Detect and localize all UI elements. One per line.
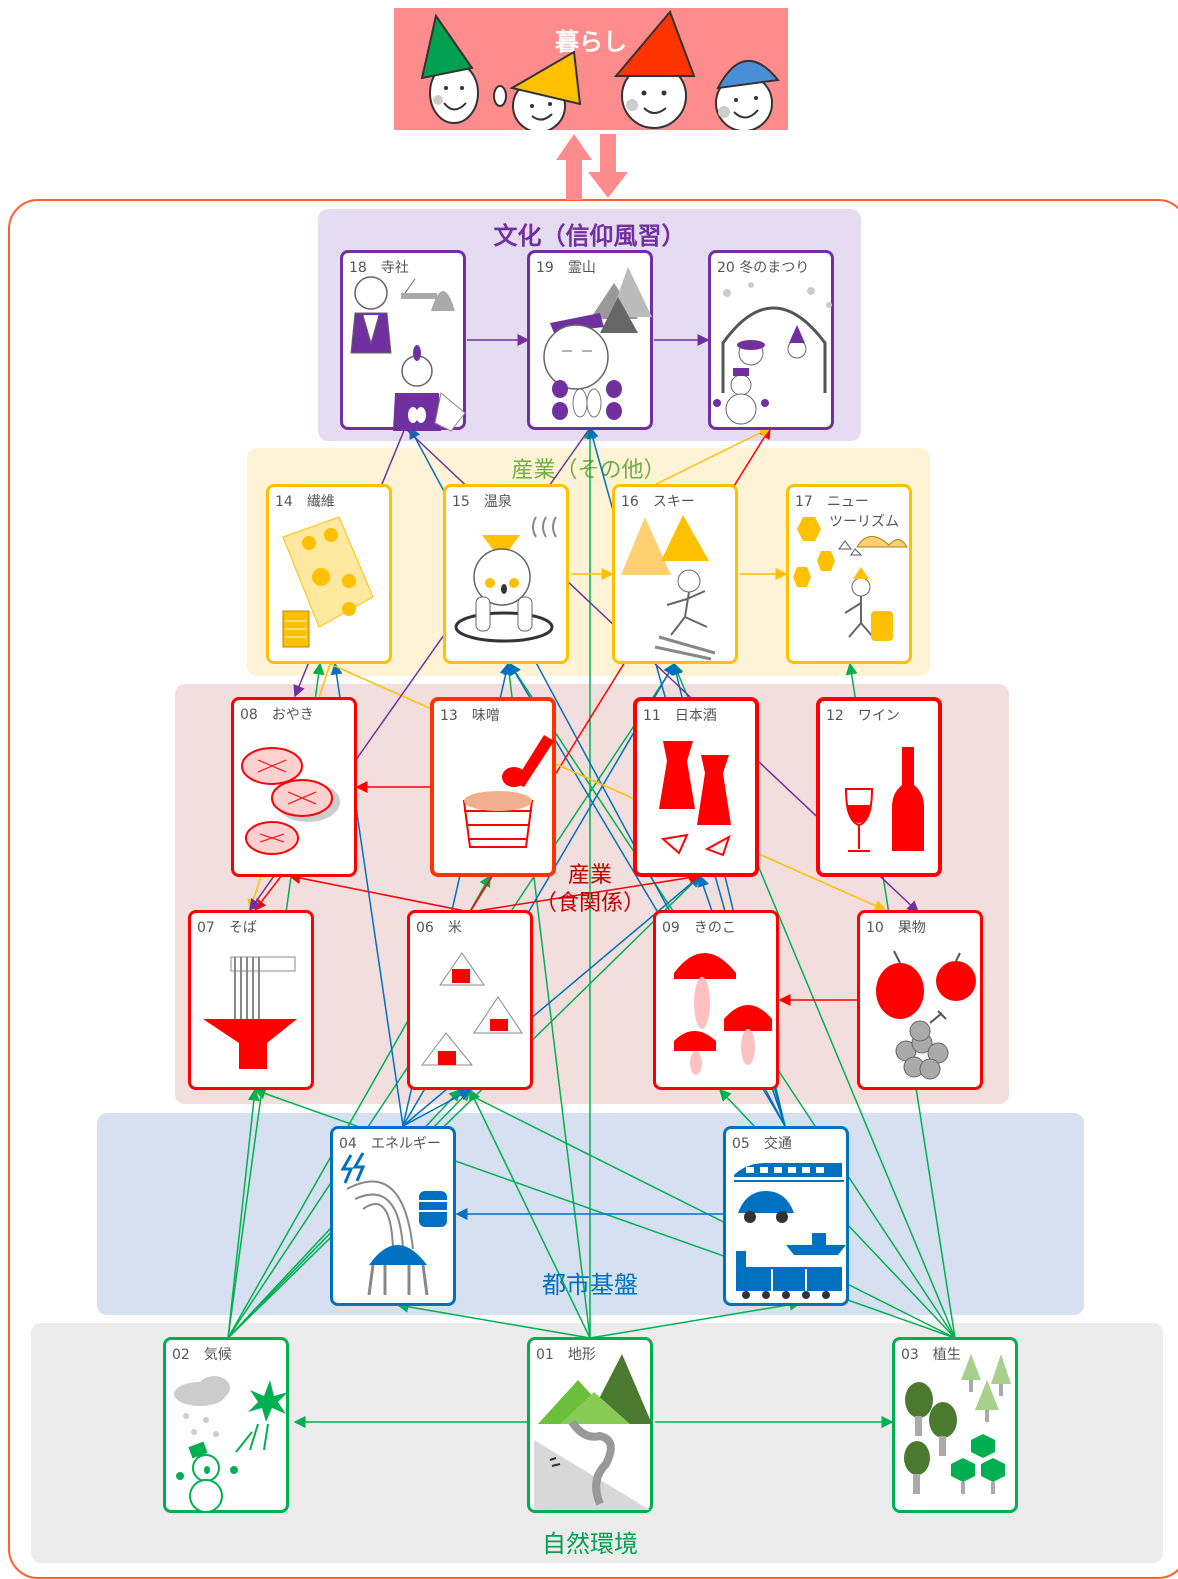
tourism-icon — [793, 517, 908, 641]
card-12-wine[interactable]: 12 ワイン — [816, 697, 942, 877]
card-05-transport[interactable]: 05 交通 — [723, 1126, 849, 1306]
card-01-terrain[interactable]: 01 地形 — [527, 1337, 653, 1513]
snow-festival-icon — [713, 282, 832, 425]
card-02-label: 02 気候 — [172, 1347, 232, 1363]
miso-icon — [462, 735, 554, 848]
card-06-rice[interactable]: 06 米 — [407, 910, 533, 1090]
sacred-mountain-icon — [543, 267, 652, 420]
card-17-label-2: ツーリズム — [829, 514, 899, 530]
card-03-label: 03 植生 — [901, 1347, 961, 1363]
card-14-textile[interactable]: 14 繊維 — [266, 484, 392, 664]
card-19-label: 19 霊山 — [536, 260, 596, 276]
card-16-ski[interactable]: 16 スキー — [612, 484, 738, 664]
card-12-label: 12 ワイン — [826, 708, 900, 724]
fruit-icon — [876, 950, 976, 1080]
transport-icon — [734, 1163, 846, 1299]
card-05-label: 05 交通 — [732, 1136, 792, 1152]
mushroom-icon — [674, 953, 772, 1075]
card-11-sake[interactable]: 11 日本酒 — [633, 697, 759, 877]
card-13-label: 13 味噌 — [440, 708, 500, 724]
wine-icon — [844, 747, 924, 852]
card-04-energy[interactable]: 04 エネルギー — [330, 1126, 456, 1306]
life-header: 暮らし — [394, 8, 788, 130]
card-07-label: 07 そば — [197, 920, 257, 936]
card-08-oyaki[interactable]: 08 おやき — [231, 697, 357, 877]
card-08-label: 08 おやき — [240, 707, 314, 723]
card-06-label: 06 米 — [416, 920, 462, 936]
card-03-vegetation[interactable]: 03 植生 — [892, 1337, 1018, 1513]
card-14-label: 14 繊維 — [275, 494, 335, 510]
band-industry-food-label-1: 産業 — [567, 863, 612, 888]
people-icon — [420, 10, 780, 130]
sake-icon — [659, 741, 731, 857]
card-10-fruit[interactable]: 10 果物 — [857, 910, 983, 1090]
card-17-label: 17 ニュー — [795, 494, 869, 510]
band-nature-label: 自然環境 — [542, 1530, 638, 1558]
card-15-label: 15 温泉 — [452, 494, 512, 510]
life-link-arrows — [556, 134, 628, 200]
card-09-label: 09 きのこ — [662, 920, 736, 936]
card-04-label: 04 エネルギー — [339, 1136, 441, 1152]
vegetation-icon — [904, 1354, 1011, 1494]
card-16-label: 16 スキー — [621, 494, 695, 510]
card-20-winter-festival[interactable]: 20 冬のまつり — [708, 250, 834, 430]
energy-icon — [340, 1152, 447, 1296]
card-13-miso[interactable]: 13 味噌 — [430, 697, 556, 877]
card-19-sacred-mountain[interactable]: 19 霊山 — [527, 250, 653, 430]
card-10-label: 10 果物 — [866, 920, 926, 936]
band-industry-other-label: 産業（その他） — [511, 458, 666, 483]
card-20-label: 20 冬のまつり — [717, 260, 810, 276]
card-18-label: 18 寺社 — [349, 260, 409, 276]
life-title: 暮らし — [555, 28, 627, 56]
card-15-hot-spring[interactable]: 15 温泉 — [443, 484, 569, 664]
card-09-mushroom[interactable]: 09 きのこ — [653, 910, 779, 1090]
card-18-temple[interactable]: 18 寺社 — [340, 250, 466, 432]
hot-spring-icon — [454, 516, 557, 643]
card-11-label: 11 日本酒 — [643, 708, 717, 724]
band-culture-label: 文化（信仰風習） — [493, 222, 686, 250]
climate-icon — [174, 1376, 288, 1513]
textile-icon — [282, 516, 374, 648]
ski-icon — [621, 515, 716, 661]
soba-icon — [203, 956, 297, 1069]
card-02-climate[interactable]: 02 気候 — [163, 1337, 289, 1513]
rice-icon — [421, 952, 523, 1066]
temple-monk-icon — [350, 276, 466, 432]
card-07-soba[interactable]: 07 そば — [188, 910, 314, 1090]
oyaki-icon — [241, 747, 340, 855]
card-17-new-tourism[interactable]: 17 ニュー ツーリズム — [786, 484, 912, 664]
band-infra-label: 都市基盤 — [542, 1271, 638, 1299]
band-industry-food-label: 産業 （食関係） — [520, 862, 660, 918]
terrain-icon — [534, 1354, 652, 1510]
band-industry-food-label-2: （食関係） — [534, 891, 645, 916]
card-01-label: 01 地形 — [536, 1347, 596, 1363]
